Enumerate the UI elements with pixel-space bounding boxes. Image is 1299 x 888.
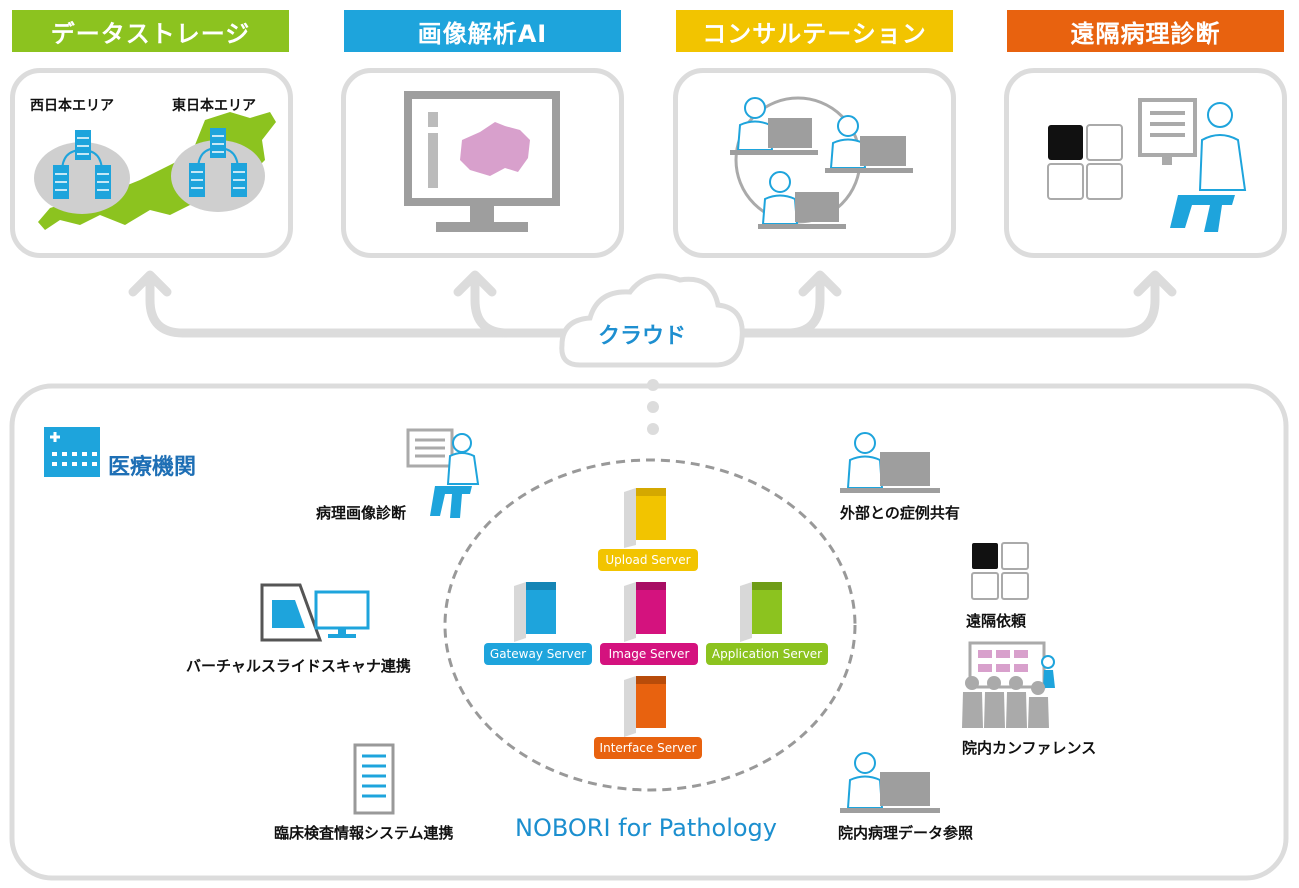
cloud-connectors bbox=[145, 275, 1160, 338]
slide-grid-icon bbox=[971, 542, 1029, 600]
application-server-label: Application Server bbox=[706, 643, 828, 665]
east-datacenter-icon bbox=[171, 128, 265, 212]
cloud-icon bbox=[559, 273, 745, 368]
header-data-storage: データストレージ bbox=[12, 10, 289, 52]
remote-request-label: 遠隔依頼 bbox=[966, 612, 1027, 630]
interface-server-icon bbox=[624, 676, 666, 737]
image-server-icon bbox=[624, 582, 666, 642]
header-remote-diagnosis: 遠隔病理診断 bbox=[1007, 10, 1284, 52]
arrow-up-icon bbox=[128, 270, 172, 297]
application-server-icon bbox=[740, 582, 782, 642]
east-japan-area-label: 東日本エリア bbox=[172, 98, 256, 114]
scanner-icon bbox=[260, 583, 370, 642]
arrow-up-icon bbox=[1133, 270, 1177, 297]
doctor-monitor-icon bbox=[840, 752, 940, 813]
west-datacenter-icon bbox=[34, 130, 130, 214]
doctor-monitor-icon bbox=[758, 171, 846, 229]
interface-server-label: Interface Server bbox=[594, 737, 702, 759]
conference-label: 院内カンファレンス bbox=[962, 739, 1097, 757]
gateway-server-label: Gateway Server bbox=[484, 643, 592, 665]
tissue-image-icon bbox=[460, 122, 530, 176]
dotted-link bbox=[647, 379, 659, 435]
arrow-up-icon bbox=[798, 270, 842, 297]
slide-grid-icon bbox=[1047, 124, 1123, 200]
pathology-diagnosis-label: 病理画像診断 bbox=[316, 504, 407, 522]
hospital-title: 医療機関 bbox=[108, 455, 197, 480]
nobori-dashed-circle bbox=[443, 458, 857, 792]
arrow-heads bbox=[128, 270, 1177, 297]
doctor-monitor-icon bbox=[840, 432, 940, 493]
header-image-ai: 画像解析AI bbox=[344, 10, 621, 52]
lis-server-icon bbox=[353, 743, 395, 815]
doctor-monitor-icon bbox=[730, 97, 818, 155]
arrow-up-icon bbox=[453, 270, 497, 297]
image-server-label: Image Server bbox=[600, 643, 698, 665]
conference-icon bbox=[962, 641, 1055, 728]
upload-server-label: Upload Server bbox=[598, 549, 698, 571]
upload-server-icon bbox=[624, 488, 666, 548]
pathologist-icon bbox=[406, 428, 480, 518]
header-consultation: コンサルテーション bbox=[676, 10, 953, 52]
gateway-server-icon bbox=[514, 582, 556, 642]
monitor-ai-icon bbox=[404, 91, 560, 232]
hospital-icon bbox=[44, 427, 100, 477]
pathologist-icon bbox=[1138, 98, 1247, 232]
product-name: NOBORI for Pathology bbox=[515, 814, 777, 842]
scanner-integration-label: バーチャルスライドスキャナ連携 bbox=[186, 657, 411, 675]
west-japan-area-label: 西日本エリア bbox=[30, 98, 114, 114]
doctor-monitor-icon bbox=[825, 115, 913, 173]
data-reference-label: 院内病理データ参照 bbox=[838, 824, 974, 842]
case-sharing-label: 外部との症例共有 bbox=[840, 504, 960, 522]
cloud-label: クラウド bbox=[598, 324, 687, 349]
lis-integration-label: 臨床検査情報システム連携 bbox=[274, 824, 454, 842]
